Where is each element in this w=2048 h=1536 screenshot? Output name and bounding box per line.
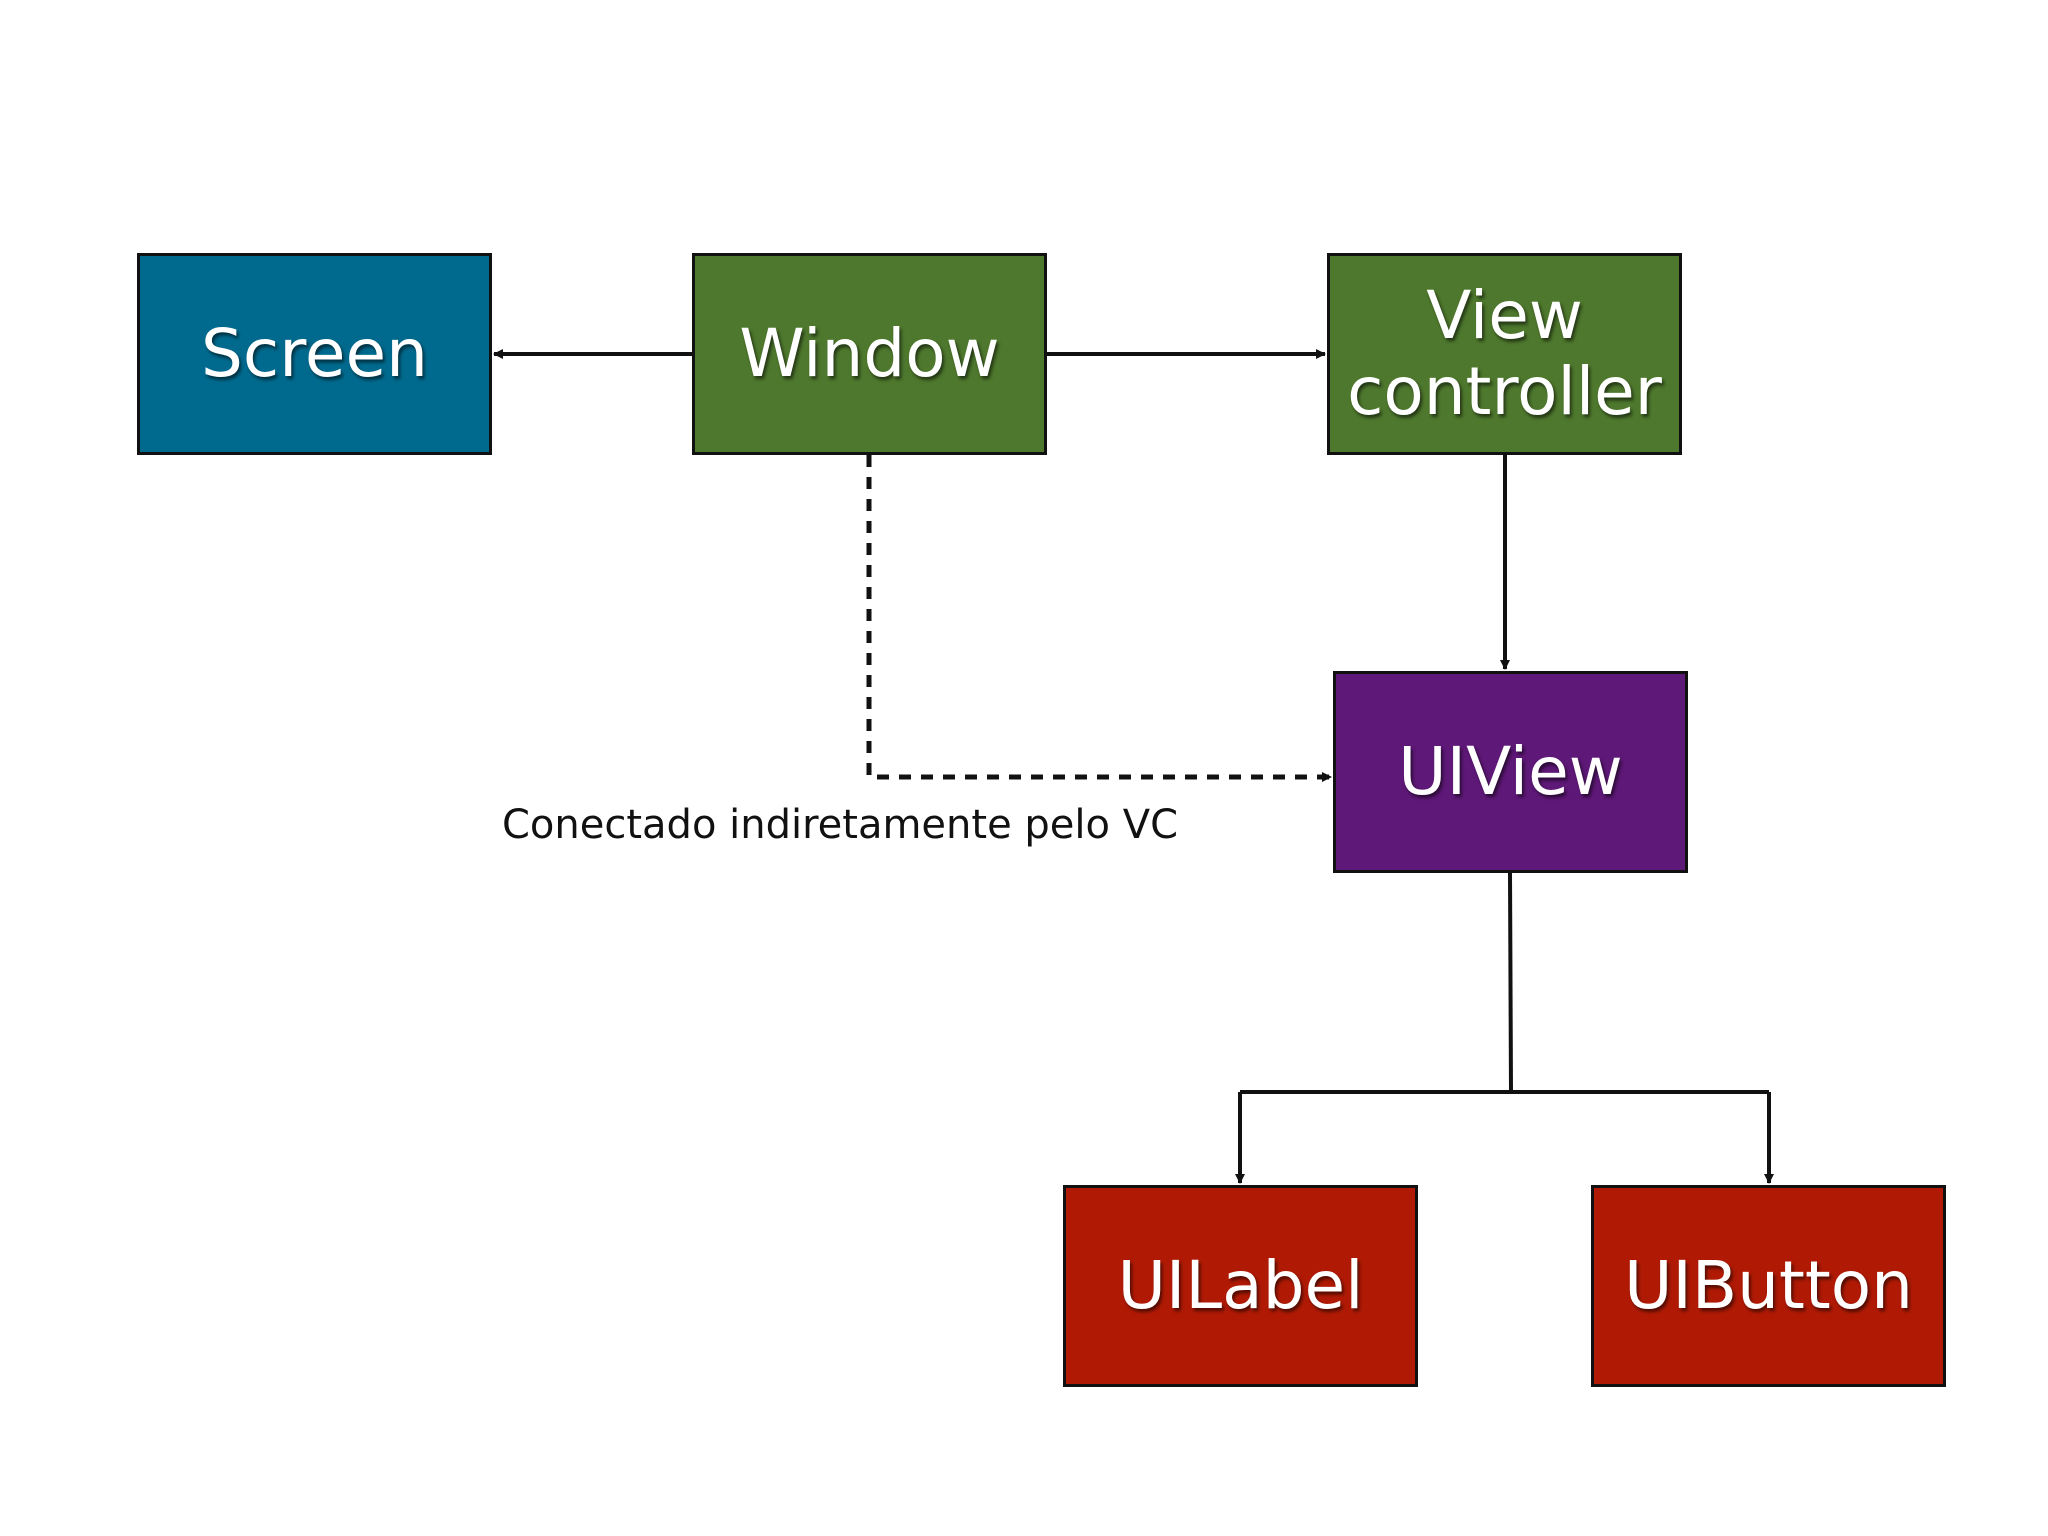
node-screen: Screen bbox=[137, 253, 492, 455]
node-uiview: UIView bbox=[1333, 671, 1688, 873]
node-window-label: Window bbox=[739, 315, 1000, 393]
node-window: Window bbox=[692, 253, 1047, 455]
node-uibutton-label: UIButton bbox=[1624, 1247, 1913, 1325]
node-uiview-label: UIView bbox=[1398, 733, 1623, 811]
node-view-controller: View controller bbox=[1327, 253, 1682, 455]
edge-uiview-trunk bbox=[1508, 872, 1513, 1093]
edge-window-to-uiview-dashed bbox=[866, 455, 1332, 782]
node-uibutton: UIButton bbox=[1591, 1185, 1946, 1387]
indirect-connection-annotation: Conectado indiretamente pelo VC bbox=[502, 802, 1178, 848]
node-view-controller-label: View controller bbox=[1347, 277, 1662, 430]
node-uilabel-label: UILabel bbox=[1117, 1247, 1364, 1325]
node-uilabel: UILabel bbox=[1063, 1185, 1418, 1387]
node-screen-label: Screen bbox=[201, 315, 428, 393]
